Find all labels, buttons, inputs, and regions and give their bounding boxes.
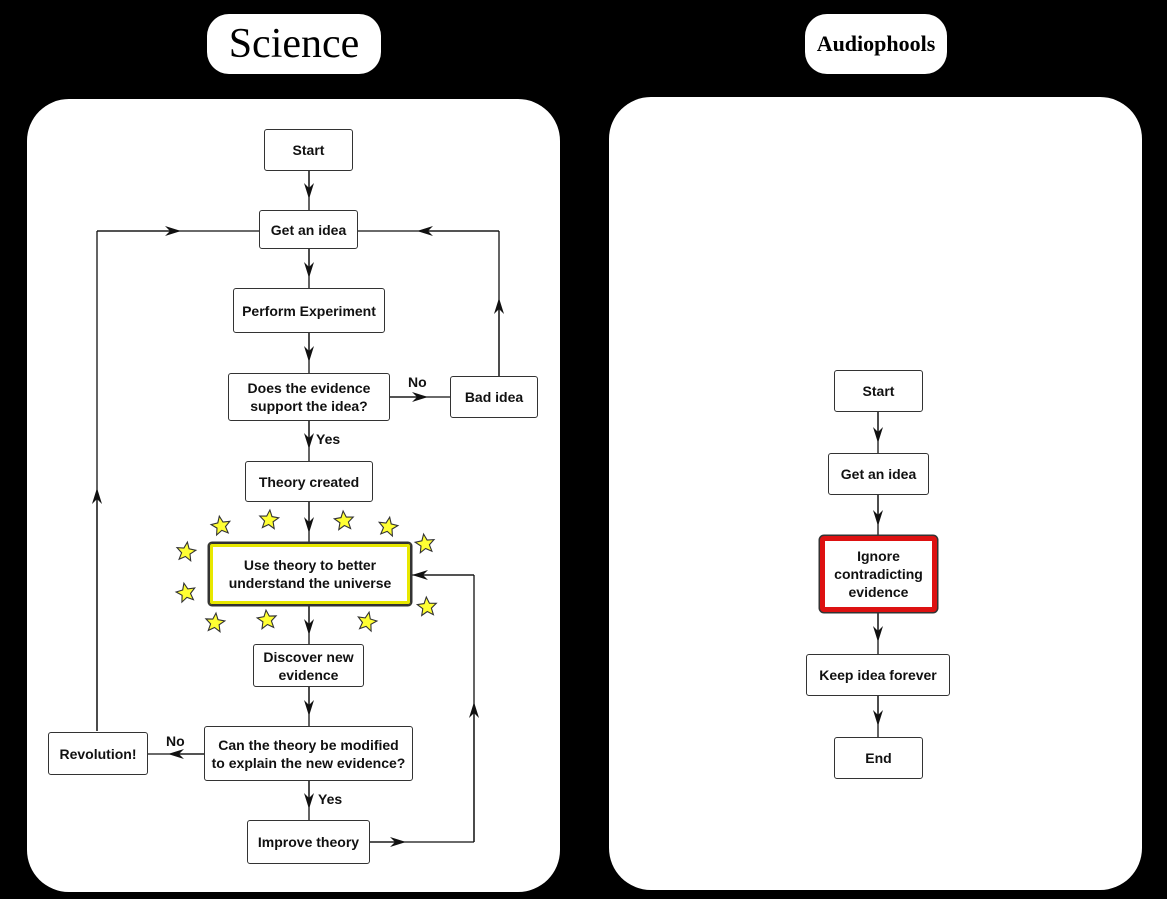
star-icon xyxy=(209,514,232,537)
improve-theory-node: Improve theory xyxy=(247,820,370,864)
ignore-evidence-node: Ignore contradicting evidence xyxy=(820,536,937,612)
can-theory-be-modified-node: Can the theory be modified to explain th… xyxy=(204,726,413,781)
decorative-stars xyxy=(174,508,438,633)
bad-idea-node: Bad idea xyxy=(450,376,538,418)
discover-evidence-node: Discover new evidence xyxy=(253,644,364,687)
star-icon xyxy=(174,581,196,604)
star-icon xyxy=(357,610,379,633)
star-icon xyxy=(377,515,400,538)
star-icon xyxy=(415,595,438,617)
does-evidence-support-node: Does the evidence support the idea? xyxy=(228,373,390,421)
star-icon xyxy=(413,532,436,555)
star-icon xyxy=(332,509,355,531)
science-get-idea-node: Get an idea xyxy=(259,210,358,249)
star-icon xyxy=(258,508,281,530)
audiophools-title: Audiophools xyxy=(805,14,947,74)
star-icon xyxy=(255,608,278,630)
science-start-node: Start xyxy=(264,129,353,171)
audio-end-node: End xyxy=(834,737,923,779)
edge-label-no-revolution: No xyxy=(166,733,185,749)
use-theory-node: Use theory to better understand the univ… xyxy=(209,543,411,605)
theory-created-node: Theory created xyxy=(245,461,373,502)
audio-get-idea-node: Get an idea xyxy=(828,453,929,495)
revolution-node: Revolution! xyxy=(48,732,148,775)
star-icon xyxy=(204,611,227,633)
science-title: Science xyxy=(207,14,381,74)
audio-start-node: Start xyxy=(834,370,923,412)
keep-idea-forever-node: Keep idea forever xyxy=(806,654,950,696)
edge-label-yes-theory: Yes xyxy=(316,431,341,447)
perform-experiment-node: Perform Experiment xyxy=(233,288,385,333)
edge-label-no-bad-idea: No xyxy=(408,374,427,390)
edge-label-yes-improve: Yes xyxy=(318,791,343,807)
star-icon xyxy=(175,540,198,563)
